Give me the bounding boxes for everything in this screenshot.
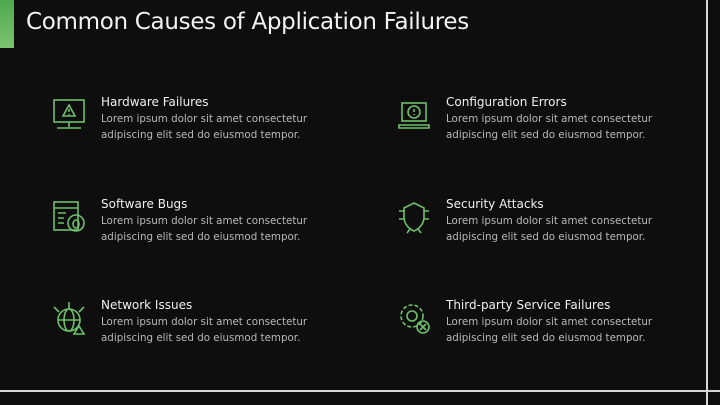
gear-error-icon [396,300,432,336]
cause-heading: Security Attacks [446,197,544,211]
cause-description: Lorem ipsum dolor sit amet consectetur a… [101,215,308,243]
cause-heading: Third-party Service Failures [446,298,611,312]
cause-third-party-service-failures: Third-party Service Failures Lorem ipsum… [396,298,686,360]
cause-software-bugs: Software Bugs Lorem ipsum dolor sit amet… [51,197,341,259]
cause-description: Lorem ipsum dolor sit amet consectetur a… [446,215,653,243]
laptop-gear-alert-icon [396,97,432,133]
cause-description: Lorem ipsum dolor sit amet consectetur a… [446,316,653,344]
globe-network-warning-icon [51,300,87,336]
cause-description: Lorem ipsum dolor sit amet consectetur a… [446,113,653,141]
cause-heading: Configuration Errors [446,95,567,109]
cause-configuration-errors: Configuration Errors Lorem ipsum dolor s… [396,95,686,157]
cause-hardware-failures: Hardware Failures Lorem ipsum dolor sit … [51,95,341,157]
divider-horizontal [0,390,720,392]
cause-description: Lorem ipsum dolor sit amet consectetur a… [101,316,308,344]
browser-bug-icon [51,199,87,235]
shield-virus-icon [396,199,432,235]
cause-heading: Network Issues [101,298,193,312]
title-accent-bar [0,0,14,48]
divider-vertical [706,0,708,405]
cause-description: Lorem ipsum dolor sit amet consectetur a… [101,113,308,141]
cause-security-attacks: Security Attacks Lorem ipsum dolor sit a… [396,197,686,259]
cause-heading: Hardware Failures [101,95,209,109]
monitor-warning-icon [51,97,87,133]
page-title: Common Causes of Application Failures [26,9,469,35]
cause-network-issues: Network Issues Lorem ipsum dolor sit ame… [51,298,341,360]
cause-heading: Software Bugs [101,197,188,211]
